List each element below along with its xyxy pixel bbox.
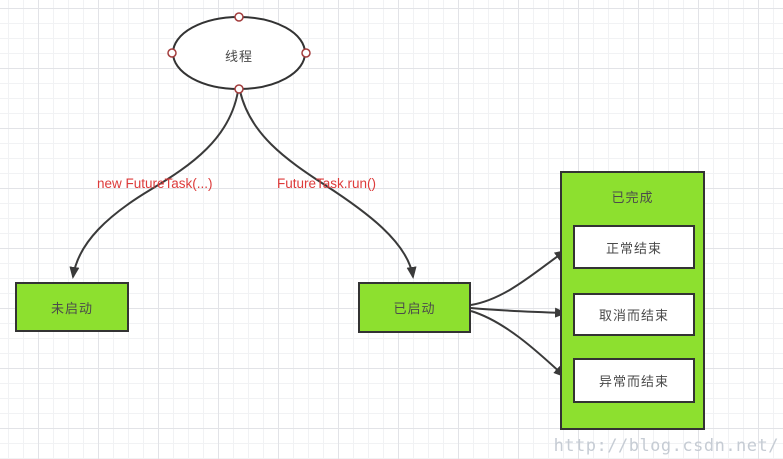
node-normal-end[interactable]: 正常结束: [573, 225, 695, 269]
selection-handle-bottom[interactable]: [234, 84, 244, 94]
edge-label-futuretask-run[interactable]: FutureTask.run(): [277, 176, 377, 191]
edge-root-to-not-started[interactable]: [69, 90, 239, 279]
edge-started-to-normal-end[interactable]: [470, 249, 567, 306]
node-completed[interactable]: 已完成 正常结束 取消而结束 异常而结束: [560, 171, 705, 430]
selection-handle-top[interactable]: [234, 12, 244, 22]
node-cancelled-end[interactable]: 取消而结束: [573, 293, 695, 336]
node-started[interactable]: 已启动: [358, 282, 471, 333]
node-abnormal-end[interactable]: 异常而结束: [573, 358, 695, 403]
edge-root-to-started[interactable]: [239, 90, 417, 279]
edge-started-to-abnormal-end[interactable]: [470, 310, 566, 378]
edge-label-new-futuretask[interactable]: new FutureTask(...): [97, 176, 213, 191]
node-not-started[interactable]: 未启动: [15, 282, 129, 332]
csdn-watermark: http://blog.csdn.net/: [553, 436, 779, 456]
edge-started-to-cancelled-end[interactable]: [470, 307, 567, 318]
completed-title: 已完成: [611, 190, 654, 205]
thread-node-label: 线程: [224, 49, 253, 64]
